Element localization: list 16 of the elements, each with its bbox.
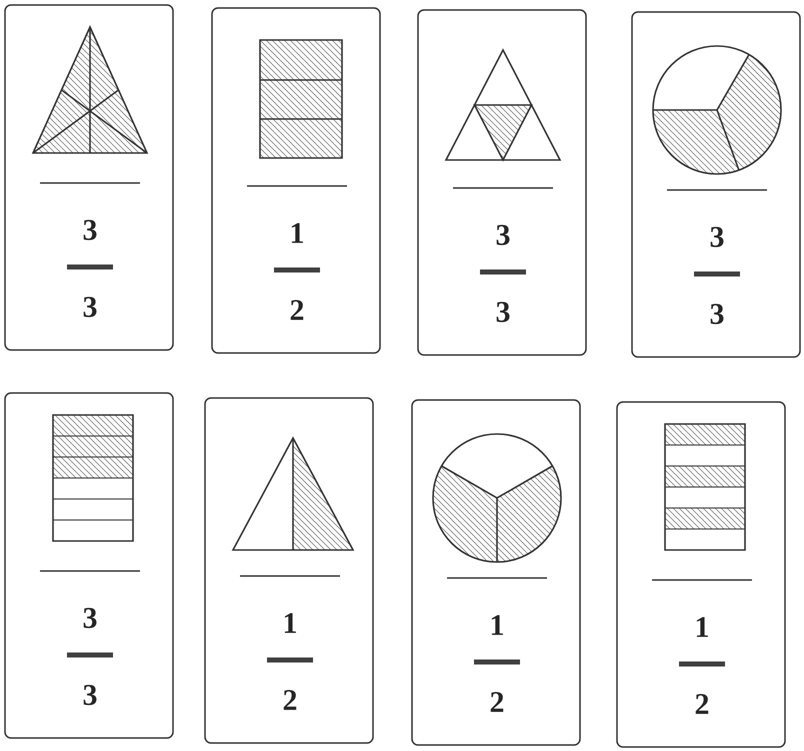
denominator: 3	[84, 296, 96, 318]
numerator: 1	[284, 613, 296, 633]
numerator: 3	[84, 220, 96, 240]
numerator: 1	[492, 615, 503, 635]
numerator: 3	[84, 608, 96, 628]
denominator: 3	[710, 304, 724, 324]
numerator: 1	[696, 617, 708, 637]
numerator: 3	[496, 224, 510, 246]
denominator: 2	[290, 300, 304, 320]
denominator: 2	[284, 690, 296, 710]
denominator: 2	[696, 694, 708, 714]
denominator: 3	[496, 302, 510, 322]
denominator: 3	[84, 684, 96, 706]
denominator: 2	[490, 692, 504, 712]
numerator: 3	[710, 226, 724, 248]
numerator: 1	[292, 223, 303, 243]
